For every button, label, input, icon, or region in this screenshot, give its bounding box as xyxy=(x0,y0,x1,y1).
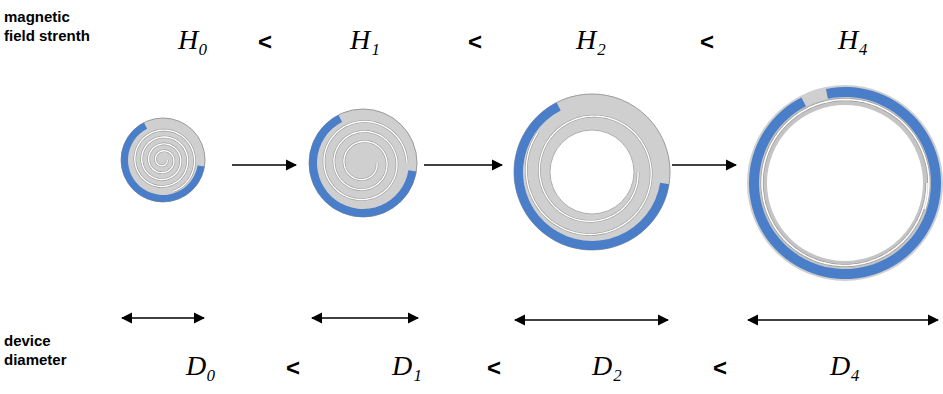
less-than: < xyxy=(258,30,272,54)
less-than: < xyxy=(468,30,482,54)
step-arrow xyxy=(672,164,736,166)
rolled-device xyxy=(514,94,670,250)
diameter-symbol: D₀ xyxy=(186,352,216,380)
rolled-device xyxy=(121,118,205,202)
step-arrow xyxy=(424,164,502,166)
rolled-device xyxy=(309,109,417,217)
diameter-arrow xyxy=(312,317,418,319)
less-than: < xyxy=(487,356,501,380)
axis-label: magnetic field strenth xyxy=(4,8,96,46)
step-arrow xyxy=(232,164,296,166)
less-than: < xyxy=(700,30,714,54)
diameter-symbol: D₄ xyxy=(830,352,860,380)
field-symbol: H₄ xyxy=(838,26,868,54)
diameter-symbol: D₂ xyxy=(592,352,622,380)
field-symbol: H₂ xyxy=(576,26,606,54)
diameter-symbol: D₁ xyxy=(392,352,422,380)
diameter-arrow xyxy=(515,319,668,321)
rolled-device xyxy=(749,87,941,279)
field-symbol: H₁ xyxy=(350,26,380,54)
diameter-arrow xyxy=(122,317,204,319)
less-than: < xyxy=(286,356,300,380)
diameter-arrow xyxy=(748,319,938,321)
axis-label: device diameter xyxy=(4,332,96,370)
less-than: < xyxy=(713,356,727,380)
field-symbol: H₀ xyxy=(178,26,208,54)
